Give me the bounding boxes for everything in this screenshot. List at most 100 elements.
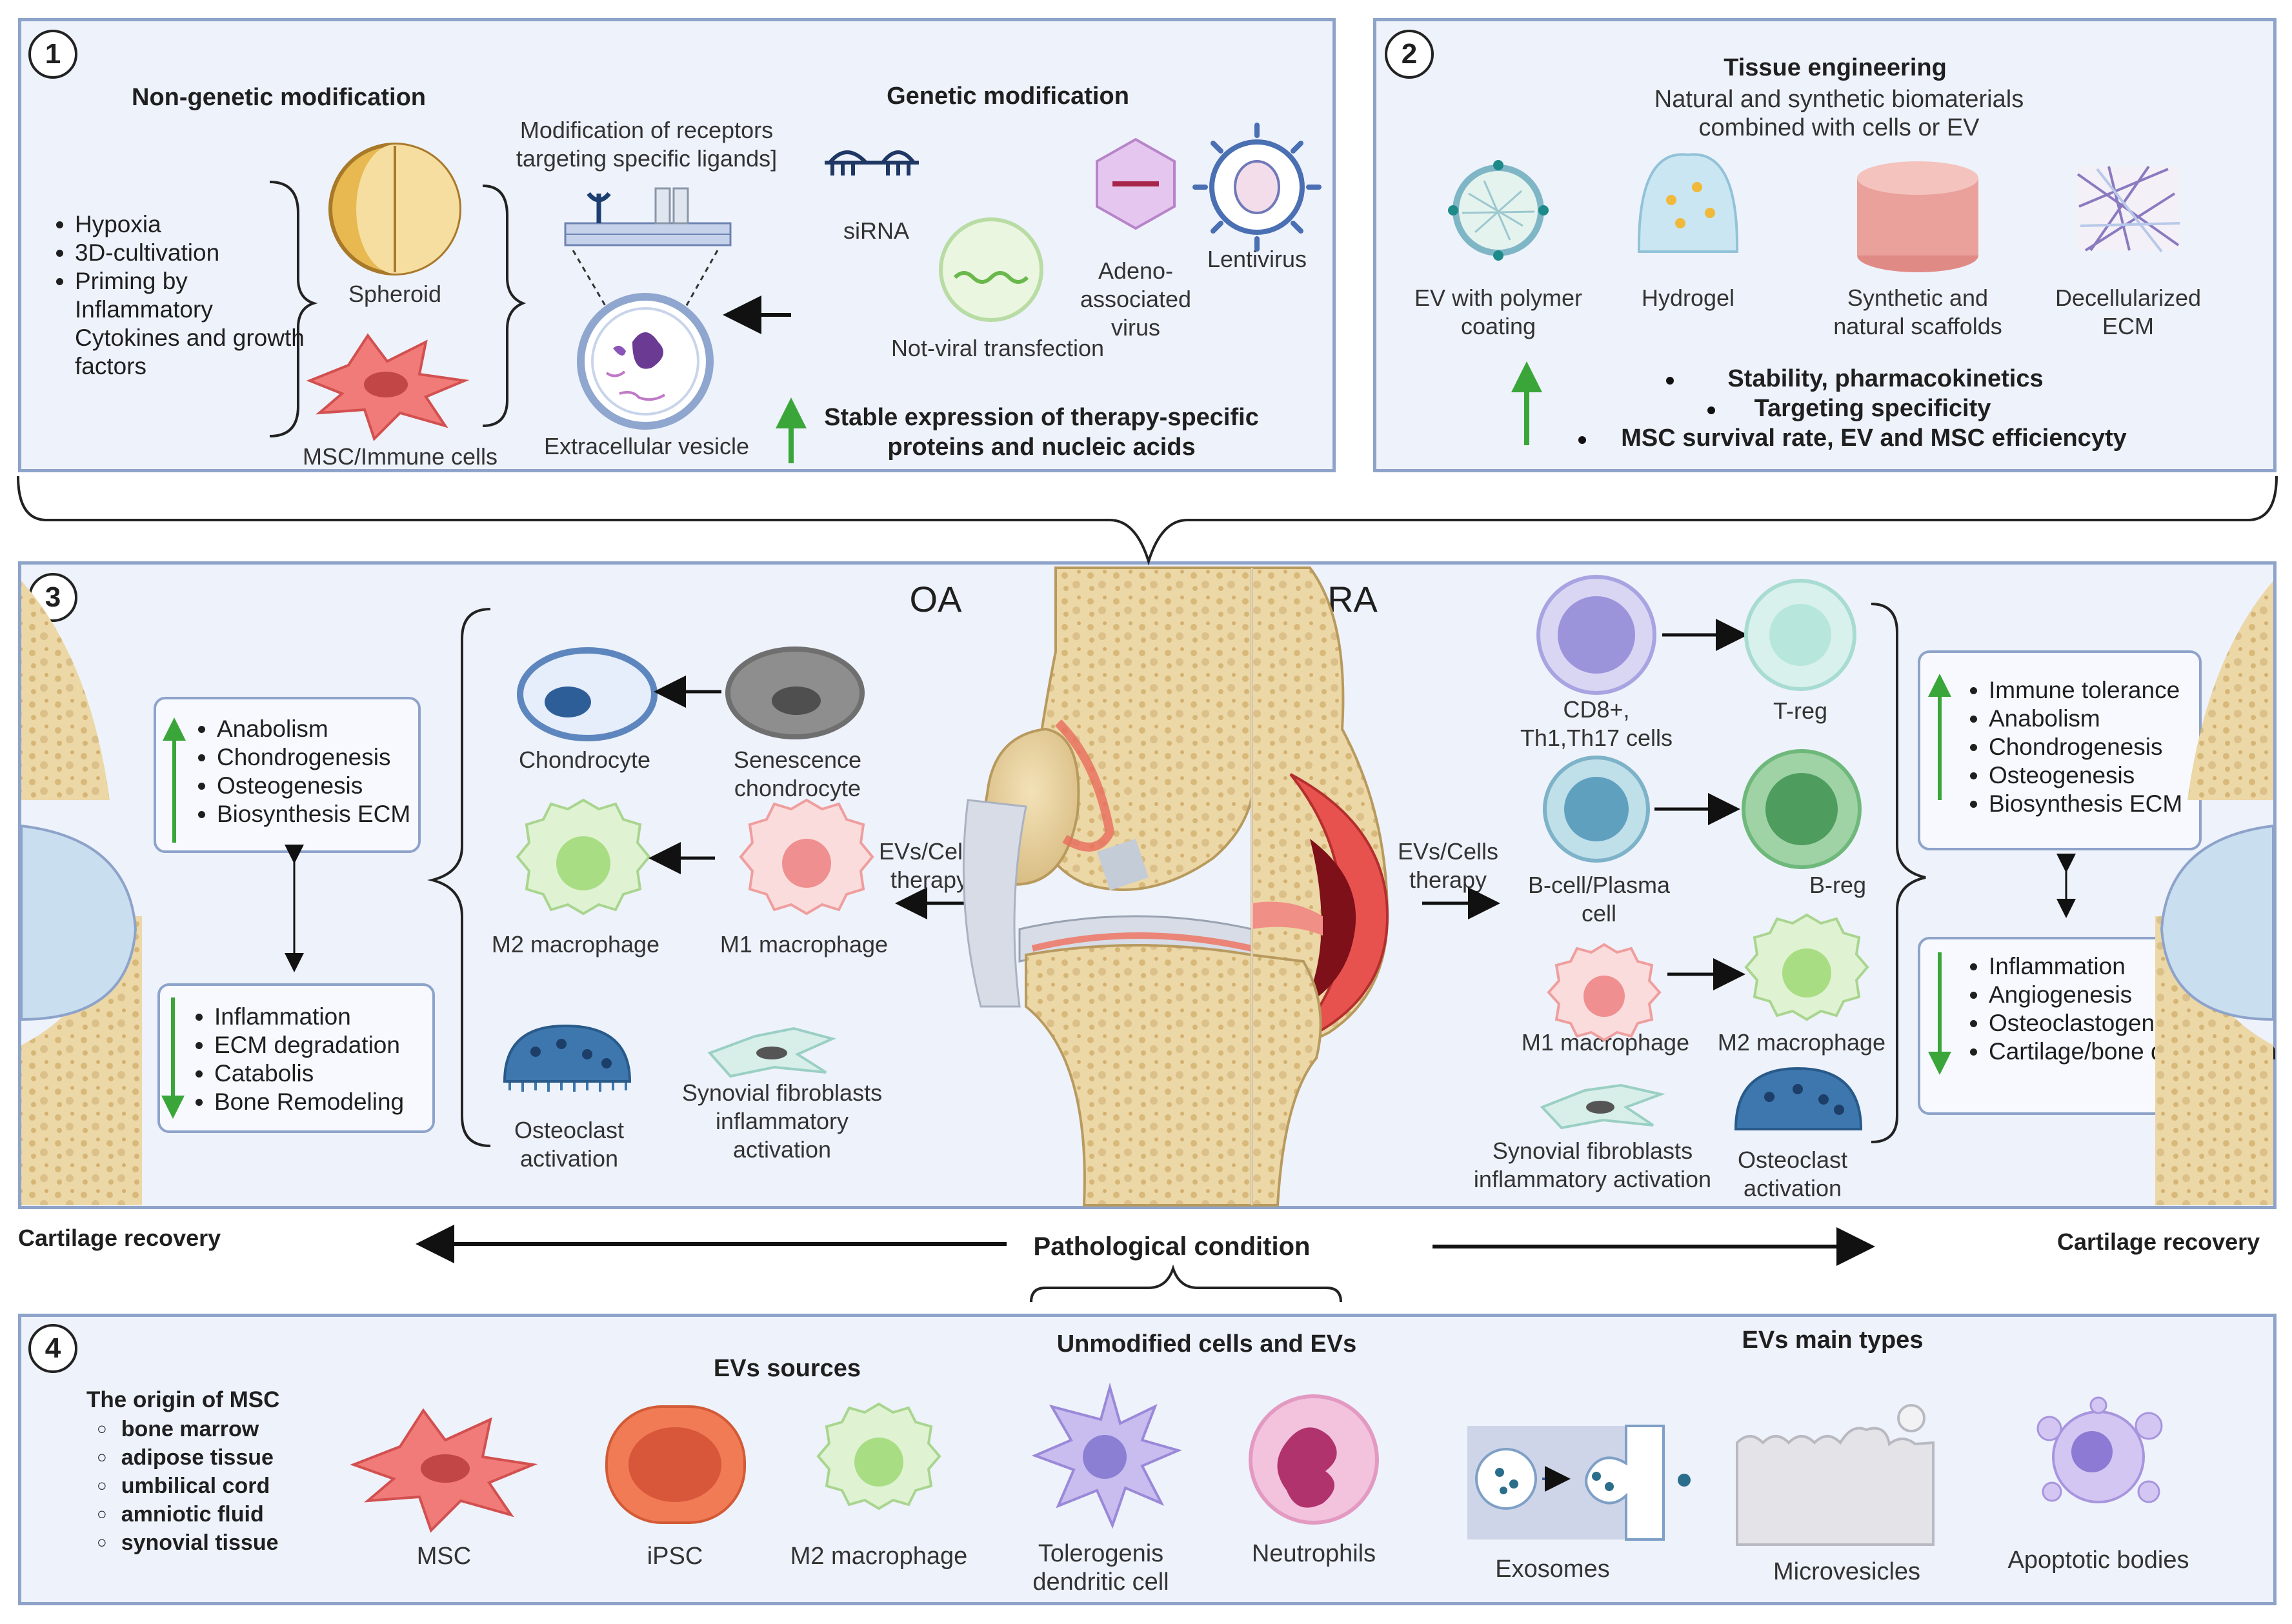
msc-cell-icon <box>306 333 470 441</box>
benefit-item: MSC survival rate, EV and MSC efficiency… <box>1621 425 2127 452</box>
bcell-icon <box>1543 756 1650 863</box>
oa-up-item: Anabolism <box>217 715 410 743</box>
oa-downregulated-box <box>157 983 435 1133</box>
ra-up-item: Immune tolerance <box>1989 676 2182 705</box>
m2-macrophage-label: M2 macrophage <box>491 931 660 957</box>
nongenetic-title: Non-genetic modification <box>132 84 426 111</box>
ra-synovial-fibroblast-icon <box>1540 1083 1666 1130</box>
benefit-item: Targeting specificity <box>1754 395 1991 422</box>
ra-m1-macrophage-icon <box>1547 943 1662 1042</box>
ra-up-item: Biosynthesis ECM <box>1989 790 2182 818</box>
extracellular-vesicle-icon <box>577 293 714 430</box>
oa-label: OA <box>909 579 962 619</box>
oa-down-item: Bone Remodeling <box>214 1088 404 1116</box>
pathological-condition-label: Pathological condition <box>1033 1232 1311 1261</box>
receptor-modification-label: Modification of receptors targeting spec… <box>516 117 778 172</box>
unmodified-title: Unmodified cells and EVs <box>1056 1330 1357 1358</box>
chondrocyte-label: Chondrocyte <box>518 747 651 773</box>
cartilage-recovery-left: Cartilage recovery <box>18 1225 221 1251</box>
oa-up-item: Osteogenesis <box>217 772 410 800</box>
ra-up-item: Anabolism <box>1989 705 2182 733</box>
ra-down-item: Inflammation <box>1989 952 2277 981</box>
msc-label: MSC <box>416 1543 472 1570</box>
panel-number-2: 2 <box>1385 30 1434 79</box>
benefit-item: Stability, pharmacokinetics <box>1727 365 2044 392</box>
p4-msc-icon <box>350 1408 538 1533</box>
origin-item: bone marrow <box>97 1416 279 1444</box>
ev-polymer-label: EV with polymer coating <box>1414 285 1583 339</box>
m2-macrophage-icon <box>516 798 651 916</box>
treg-label: T-reg <box>1773 697 1828 724</box>
ra-osteoclast-icon <box>1734 1067 1863 1130</box>
panel-number-1: 1 <box>28 30 77 79</box>
aav-label: Adeno- associated virus <box>1080 257 1192 341</box>
origin-item: adipose tissue <box>97 1444 279 1472</box>
oa-upregulated-box <box>154 697 421 853</box>
tolerogenic-label: Tolerogenis dendritic cell <box>1032 1540 1169 1596</box>
ra-m2-macrophage-icon <box>1744 913 1869 1021</box>
right-joint-edge <box>2155 581 2275 1205</box>
microvesicles-icon <box>1736 1404 1935 1546</box>
oa-downregulated-list: Inflammation ECM degradation Catabolis B… <box>185 1003 404 1116</box>
nongenetic-bracket <box>269 181 527 437</box>
dendritic-cell-icon <box>1031 1382 1182 1529</box>
oa-up-item: Biosynthesis ECM <box>217 800 410 828</box>
nonviral-vector-icon <box>939 217 1043 322</box>
ra-up-item: Osteogenesis <box>1989 761 2182 790</box>
ra-m2-macrophage-label: M2 macrophage <box>1717 1029 1886 1056</box>
cd8-th-label: CD8+, Th1,Th17 cells <box>1520 696 1673 751</box>
cartilage-recovery-right: Cartilage recovery <box>2057 1228 2260 1255</box>
hydrogel-label: Hydrogel <box>1641 285 1735 311</box>
tissue-engineering-title: Tissue engineering <box>1724 54 1947 81</box>
origin-item: amniotic fluid <box>97 1501 279 1529</box>
ipsc-icon <box>605 1405 746 1524</box>
ra-upregulated-list: Immune tolerance Anabolism Chondrogenesi… <box>1959 676 2182 818</box>
bcell-label: B-cell/Plasma cell <box>1527 872 1671 927</box>
decell-ecm-label: Decellularized ECM <box>2055 285 2202 339</box>
senescence-label: Senescence chondrocyte <box>733 747 862 801</box>
ra-osteoclast-label: Osteoclast activation <box>1737 1147 1848 1201</box>
tissue-engineering-subtitle: Natural and synthetic biomaterials combi… <box>1654 86 2024 141</box>
p4-m2-macrophage-label: M2 macrophage <box>790 1543 968 1570</box>
breg-label: B-reg <box>1809 872 1867 898</box>
origin-item: umbilical cord <box>97 1472 279 1501</box>
membrane-receptor-icon <box>564 187 732 313</box>
ra-bracket <box>1871 603 1926 1143</box>
left-joint-edge <box>20 581 142 1205</box>
benefit-bullets <box>1578 377 1715 444</box>
chondrocyte-icon <box>517 647 658 741</box>
scaffold-icon <box>1857 161 1978 272</box>
exosomes-label: Exosomes <box>1495 1556 1610 1583</box>
origin-item: synovial tissue <box>97 1529 279 1558</box>
nongenetic-item: Hypoxia <box>75 210 307 239</box>
apoptotic-bodies-icon <box>2036 1396 2163 1503</box>
stable-expression-label: Stable expression of therapy-specific pr… <box>824 404 1259 461</box>
ra-upregulated-box <box>1918 650 2202 850</box>
neutrophil-icon <box>1249 1394 1379 1525</box>
m1-macrophage-icon <box>739 798 874 916</box>
oa-osteoclast-icon <box>503 1024 632 1092</box>
oa-synovial-fibroblast-icon <box>707 1027 836 1078</box>
p4-m2-macrophage-icon <box>816 1402 941 1510</box>
decellularized-ecm-icon <box>2076 165 2180 253</box>
sirna-icon <box>825 150 919 175</box>
oa-down-item: ECM degradation <box>214 1031 404 1059</box>
oa-bracket <box>427 608 491 1147</box>
spheroid-icon <box>328 143 461 276</box>
sirna-label: siRNA <box>843 217 910 244</box>
origin-msc-title: The origin of MSC <box>86 1387 280 1412</box>
ra-down-item: Angiogenesis <box>1989 981 2277 1009</box>
knee-joint-illustration <box>962 566 1389 1207</box>
nongenetic-item: 3D-cultivation <box>75 239 307 267</box>
apoptotic-label: Apoptotic bodies <box>2007 1547 2189 1574</box>
exosomes-icon <box>1467 1425 1691 1541</box>
genetic-title: Genetic modification <box>887 83 1129 110</box>
pathological-brace <box>1030 1264 1342 1303</box>
oa-osteoclast-label: Osteoclast activation <box>514 1117 625 1172</box>
origin-msc-list: bone marrow adipose tissue umbilical cor… <box>97 1416 279 1558</box>
nonviral-label: Not-viral transfection <box>890 335 1105 361</box>
extracellular-vesicle-label: Extracellular vesicle <box>543 433 750 459</box>
microvesicles-label: Microvesicles <box>1773 1558 1921 1585</box>
oa-synovial-label: Synovial fibroblasts inflammatory activa… <box>681 1079 883 1163</box>
